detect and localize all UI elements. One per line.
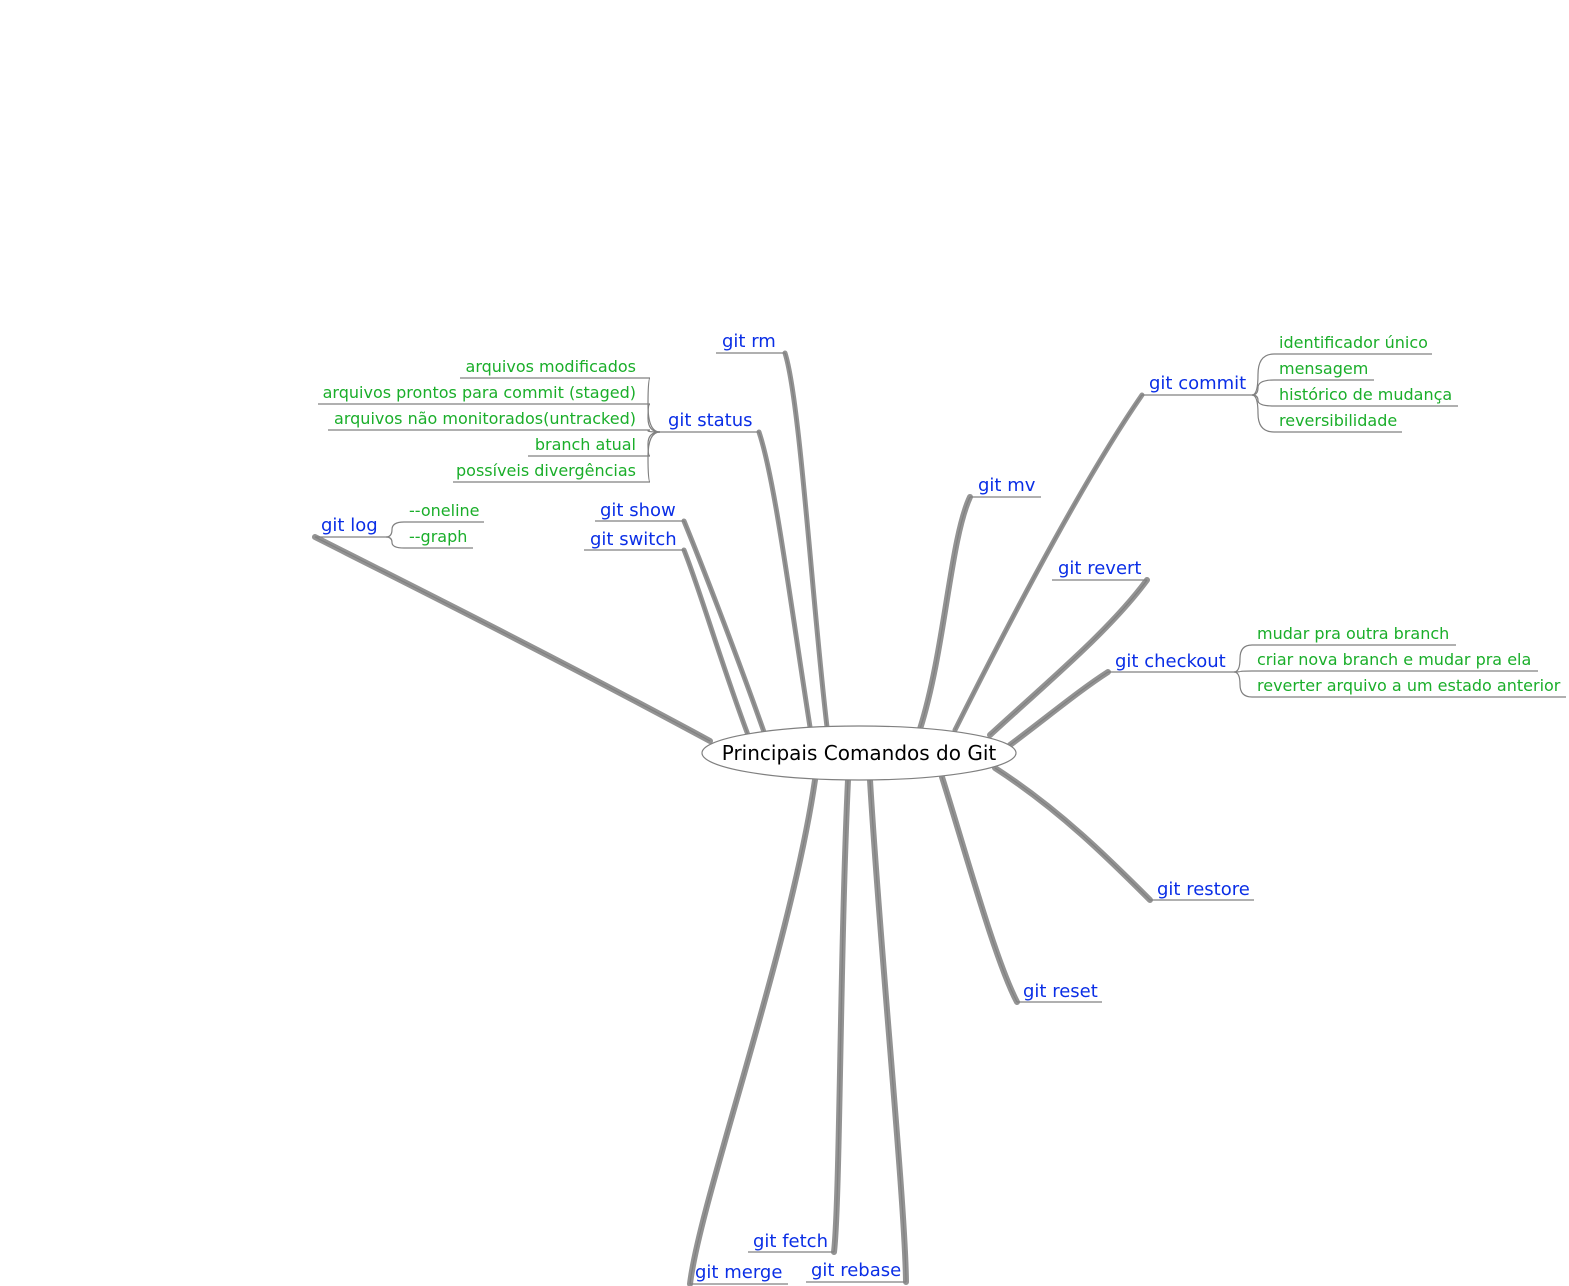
- git-restore-branch: [992, 765, 1153, 903]
- git-commit-branch-edge: [954, 394, 1143, 731]
- git-restore-label[interactable]: git restore: [1157, 879, 1250, 900]
- git-status-child-connector: [647, 403, 661, 433]
- git-log-child-connector: [385, 521, 405, 538]
- git-revert-branch-edge: [989, 579, 1148, 736]
- git-log-child-label[interactable]: --graph: [409, 527, 467, 546]
- central-topic-ellipse: [701, 725, 1017, 781]
- git-checkout-child-label[interactable]: criar nova branch e mudar pra ela: [1257, 650, 1531, 669]
- git-status-child-connector: [647, 377, 661, 433]
- git-merge-branch-edge: [689, 779, 816, 1285]
- git-status-child-connector: [647, 431, 661, 457]
- git-checkout-child-connector: [1233, 644, 1253, 673]
- git-mv-branch-edge: [919, 496, 971, 730]
- git-commit-child-connector: [1251, 394, 1275, 407]
- git-status-branch-edge: [758, 431, 811, 728]
- git-show-branch-edge: [683, 520, 765, 733]
- git-checkout-child-label[interactable]: mudar pra outra branch: [1257, 624, 1449, 643]
- git-rm-branch-edge: [784, 352, 828, 728]
- git-merge-label[interactable]: git merge: [695, 1262, 782, 1283]
- git-log-branch: [312, 534, 713, 744]
- central-topic[interactable]: Principais Comandos do Git: [701, 725, 1017, 781]
- git-status-child-label[interactable]: arquivos modificados: [466, 357, 636, 376]
- git-fetch-branch-edge: [833, 779, 849, 1253]
- git-status-child-label[interactable]: arquivos prontos para commit (staged): [323, 383, 636, 402]
- git-status-child-label[interactable]: arquivos não monitorados(untracked): [334, 409, 636, 428]
- git-commit-child-connector: [1251, 379, 1275, 396]
- git-commit-child-label[interactable]: mensagem: [1279, 359, 1368, 378]
- git-commit-child-label[interactable]: reversibilidade: [1279, 411, 1397, 430]
- git-commit-child-label[interactable]: identificador único: [1279, 333, 1428, 352]
- git-fetch-label[interactable]: git fetch: [753, 1231, 828, 1252]
- git-log-branch-edge: [314, 536, 711, 742]
- git-reset-branch-edge: [941, 776, 1018, 1003]
- git-commit-child-connector: [1251, 353, 1275, 396]
- git-reset-label[interactable]: git reset: [1023, 981, 1098, 1002]
- git-reset-branch: [939, 774, 1020, 1005]
- git-show-branch: [681, 518, 767, 735]
- branches-layer: [312, 350, 1153, 1286]
- git-checkout-child-connector: [1233, 670, 1253, 673]
- git-show-label[interactable]: git show: [600, 500, 676, 521]
- git-checkout-branch-edge: [1009, 671, 1109, 746]
- sub-branches-layer: [318, 353, 1566, 698]
- git-commit-child-connector: [1251, 394, 1275, 433]
- central-topic-label: Principais Comandos do Git: [722, 741, 997, 765]
- git-log-child-connector: [385, 536, 405, 549]
- git-switch-branch-edge: [683, 549, 749, 736]
- git-status-label[interactable]: git status: [668, 410, 753, 431]
- git-checkout-child-label[interactable]: reverter arquivo a um estado anterior: [1257, 676, 1561, 695]
- git-log-child-label[interactable]: --oneline: [409, 501, 480, 520]
- git-mv-label[interactable]: git mv: [978, 475, 1036, 496]
- git-rebase-label[interactable]: git rebase: [811, 1260, 901, 1281]
- git-revert-label[interactable]: git revert: [1058, 558, 1141, 579]
- git-restore-branch-edge: [994, 767, 1151, 901]
- git-status-child-connector: [647, 431, 661, 483]
- git-checkout-label[interactable]: git checkout: [1115, 651, 1226, 672]
- git-switch-label[interactable]: git switch: [590, 529, 677, 550]
- git-rm-label[interactable]: git rm: [722, 331, 776, 352]
- git-commit-child-label[interactable]: histórico de mudança: [1279, 385, 1452, 404]
- git-commit-label[interactable]: git commit: [1149, 373, 1246, 394]
- git-rebase-branch-edge: [869, 779, 907, 1283]
- git-status-child-label[interactable]: possíveis divergências: [456, 461, 636, 480]
- git-checkout-child-connector: [1233, 671, 1253, 698]
- git-log-label[interactable]: git log: [321, 515, 378, 536]
- git-merge-branch: [687, 777, 818, 1286]
- git-status-child-label[interactable]: branch atual: [535, 435, 636, 454]
- labels-layer: git rm git status arquivos modificados arqu…: [315, 331, 1561, 1285]
